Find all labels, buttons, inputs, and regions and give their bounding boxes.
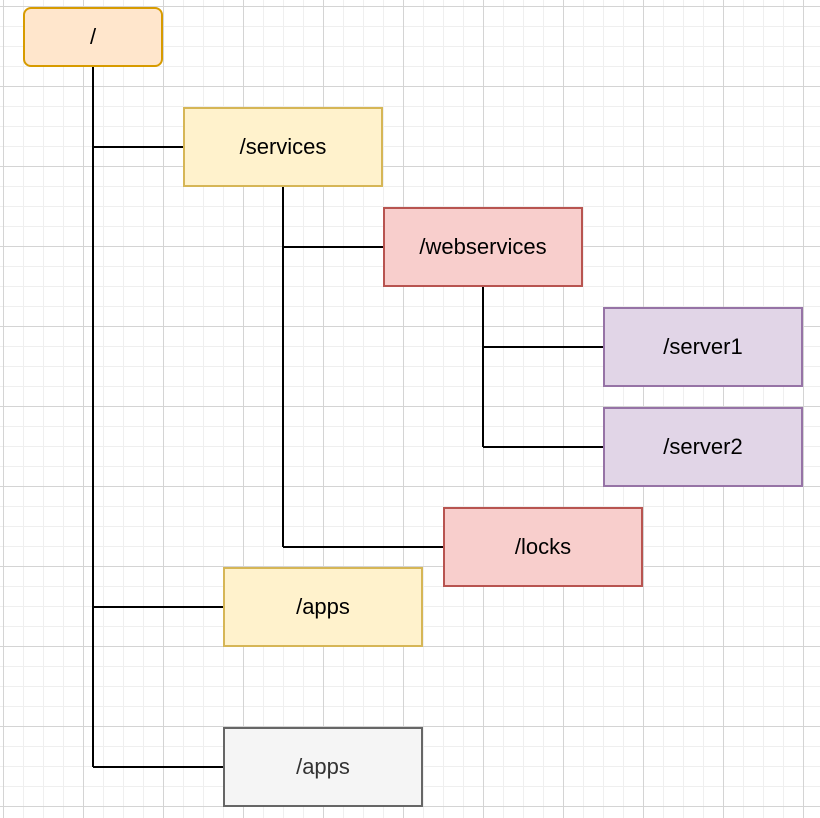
node-server1-label: /server1 — [663, 334, 743, 359]
node-root[interactable]: / — [23, 7, 163, 67]
node-server2[interactable]: /server2 — [603, 407, 803, 487]
node-locks[interactable]: /locks — [443, 507, 643, 587]
node-apps-grey-label: /apps — [296, 754, 350, 779]
node-root-label: / — [89, 24, 97, 49]
node-services[interactable]: /services — [183, 107, 383, 187]
node-apps-grey[interactable]: /apps — [223, 727, 423, 807]
node-locks-label: /locks — [514, 534, 572, 559]
node-webservices-label: /webservices — [419, 234, 547, 259]
node-apps-label: /apps — [296, 594, 350, 619]
node-services-label: /services — [239, 134, 327, 159]
node-server1[interactable]: /server1 — [603, 307, 803, 387]
node-server2-label: /server2 — [663, 434, 743, 459]
node-webservices[interactable]: /webservices — [383, 207, 583, 287]
node-apps[interactable]: /apps — [223, 567, 423, 647]
